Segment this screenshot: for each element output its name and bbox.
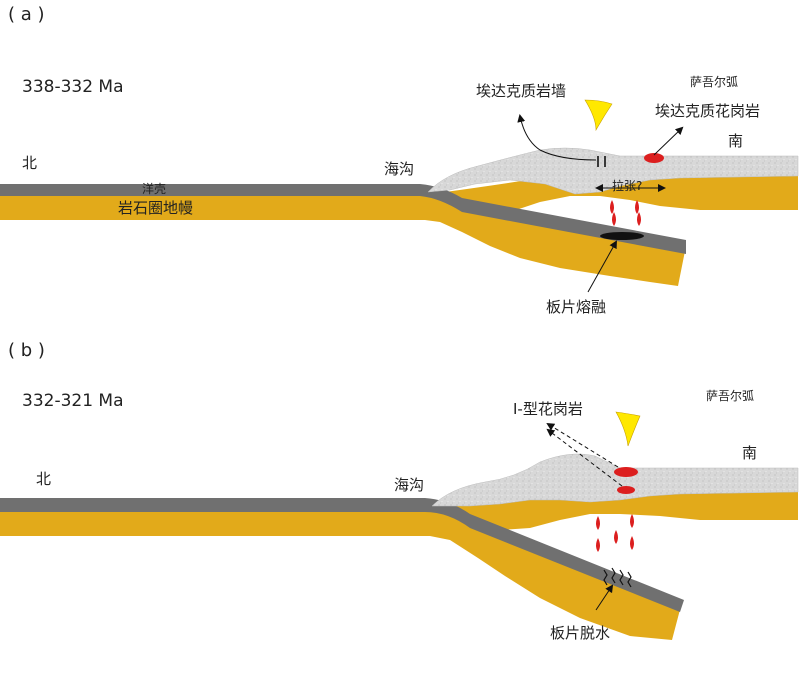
panel-a-adakitic-granite-body [644,153,664,163]
panel-b-south: 南 [742,444,757,462]
panel-b-melt-drop [596,516,600,530]
panel-b-oceanic-crust [0,498,684,612]
panel-a-age: 338-332 Ma [22,77,124,97]
panel-a-melt-drop [612,212,616,226]
panel-a-moon-icon [584,99,613,132]
panel-b-i-type-granite-body [614,467,638,477]
panel-b-moon-icon [615,411,641,447]
panel-a-south: 南 [728,132,743,150]
panel-b-dehydration-icon [603,567,632,588]
panel-a-oceanic-crust [0,184,686,254]
panel-b-age: 332-321 Ma [22,391,124,411]
panel-b-i-type-granite-label: I-型花岗岩 [513,400,583,418]
panel-a-slab-melt-zone [600,232,644,240]
panel-a-melt-drop [635,200,639,214]
panel-a-oceanic-crust-label: 洋壳 [142,181,166,196]
panel-a-melt-drop [637,212,641,226]
panel-a-label: ( a ) [8,4,45,25]
panel-b-overriding-mantle [440,492,798,530]
panel-b-melt-drop [614,530,618,544]
panel-a-arc-label: 萨吾尔弧 [690,74,738,89]
panel-b-slab-dehydration-label: 板片脱水 [550,624,610,642]
panel-b-arc-crust [431,453,799,507]
panel-a-dike-arrow [517,114,597,161]
panel-b-granite-arrow [546,428,623,487]
panel-a-slab-melting-arrow [587,240,617,293]
panel-b-melt-drop [630,536,634,550]
panel-b-melt-drop [630,514,634,528]
panel-a-lithospheric-mantle [0,194,686,286]
panel-a-trench: 海沟 [384,160,414,178]
panel-b-arc-label: 萨吾尔弧 [706,388,754,403]
panel-b-lithospheric-mantle [0,508,682,640]
panel-a: ( a ) 338-332 Ma 北 南 海沟 洋壳 [0,4,799,316]
panel-b-label: ( b ) [8,340,45,361]
panel-b-north: 北 [36,470,51,488]
panel-a-granite-label: 埃达克质花岗岩 [655,102,760,120]
panel-a-slab-melting-label: 板片熔融 [546,298,606,316]
panel-b-trench: 海沟 [394,476,424,494]
panel-a-dike-label: 埃达克质岩墙 [476,82,566,100]
panel-a-melt-drop [610,200,614,214]
panel-b-slab-dehydration-arrow [595,584,614,611]
panel-a-overriding-mantle [430,176,798,216]
panel-a-mantle-label: 岩石圈地幔 [118,199,193,217]
panel-a-granite-arrow [653,126,684,156]
panel-b-melt-drop [596,538,600,552]
panel-a-extension-label: 拉张? [612,178,642,193]
panel-a-north: 北 [22,154,37,172]
panel-b: ( b ) 332-321 Ma 北 南 海沟 I-型花岗岩 萨吾尔弧 板片脱水 [0,340,799,642]
panel-b-i-type-granite-body [617,486,635,494]
